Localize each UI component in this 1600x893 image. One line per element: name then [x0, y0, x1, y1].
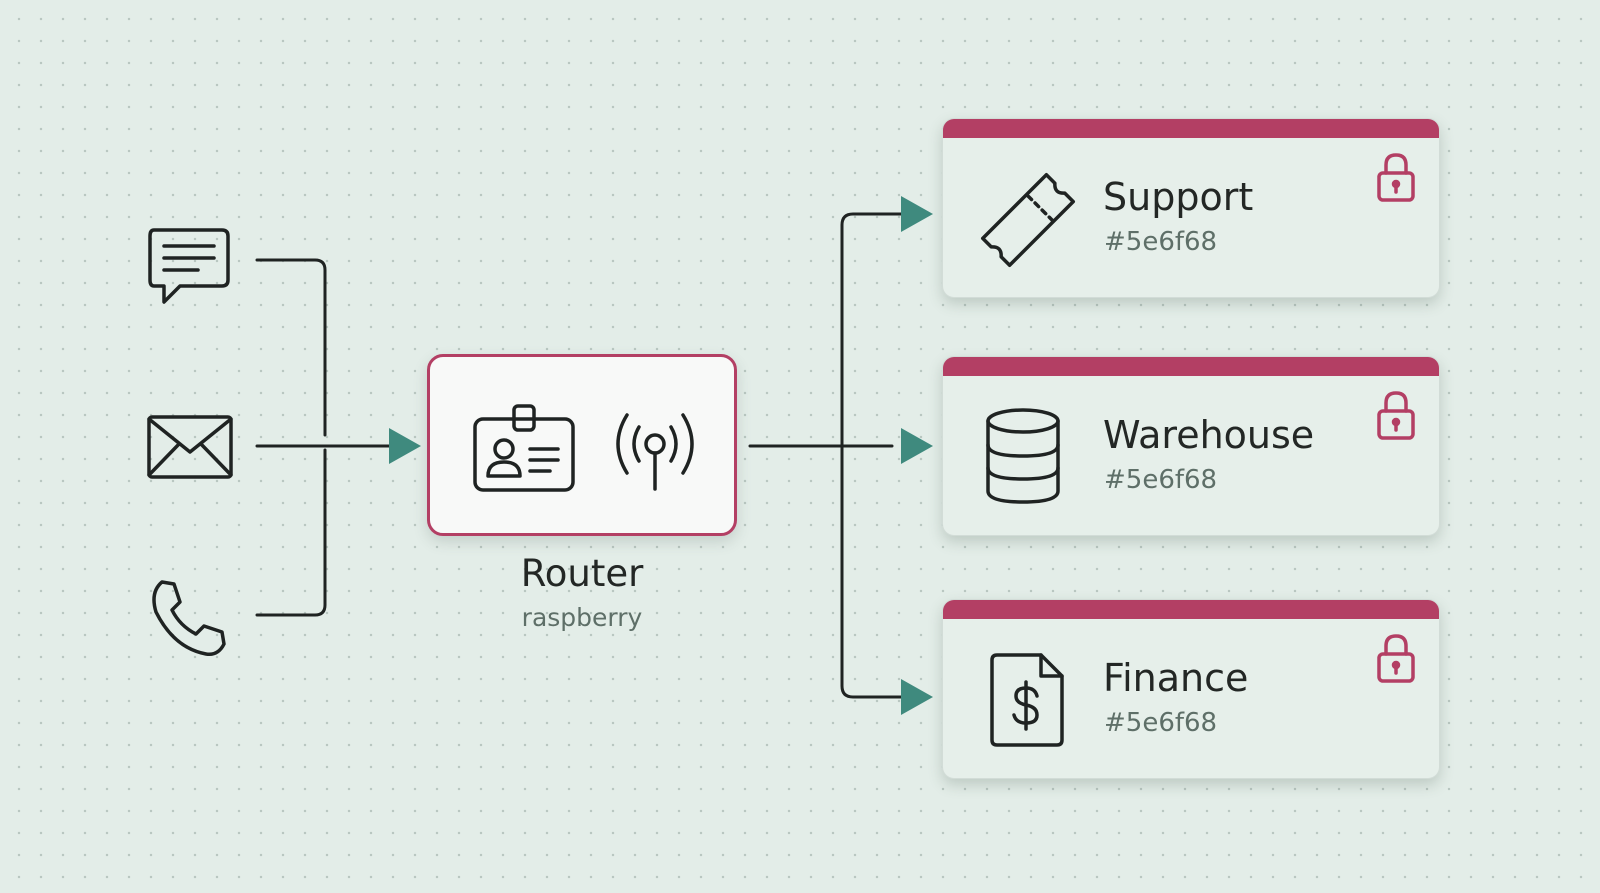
chat-bubble-icon [146, 226, 232, 308]
arrow-to-finance [901, 679, 933, 715]
card-accent-bar [943, 600, 1439, 619]
connector-finance [840, 444, 904, 699]
invoice-dollar-icon [989, 652, 1065, 748]
lock-icon [1375, 151, 1417, 203]
arrow-to-warehouse [901, 428, 933, 464]
card-accent-bar [943, 119, 1439, 138]
id-badge-icon [472, 403, 576, 493]
ticket-icon [973, 165, 1083, 275]
envelope-icon [146, 414, 234, 480]
lock-icon [1375, 389, 1417, 441]
phone-icon [148, 578, 230, 658]
card-subtitle: #5e6f68 [1104, 708, 1218, 738]
card-accent-bar [943, 357, 1439, 376]
arrow-to-router [389, 428, 421, 464]
arrow-to-support [901, 196, 933, 232]
broadcast-antenna-icon [607, 409, 703, 493]
destination-card-warehouse[interactable]: Warehouse #5e6f68 [942, 356, 1440, 536]
database-icon [983, 407, 1063, 505]
connector-chat [255, 258, 327, 437]
card-subtitle: #5e6f68 [1104, 227, 1218, 257]
connector-phone [255, 448, 327, 617]
router-node[interactable] [427, 354, 737, 536]
card-title: Warehouse [1103, 413, 1315, 457]
router-title: Router [520, 552, 644, 595]
connector-support [840, 212, 904, 448]
destination-card-finance[interactable]: Finance #5e6f68 [942, 599, 1440, 779]
router-subtitle: raspberry [521, 603, 643, 632]
destination-card-support[interactable]: Support #5e6f68 [942, 118, 1440, 298]
card-title: Finance [1103, 656, 1249, 700]
lock-icon [1375, 632, 1417, 684]
card-subtitle: #5e6f68 [1104, 465, 1218, 495]
card-title: Support [1103, 175, 1254, 219]
